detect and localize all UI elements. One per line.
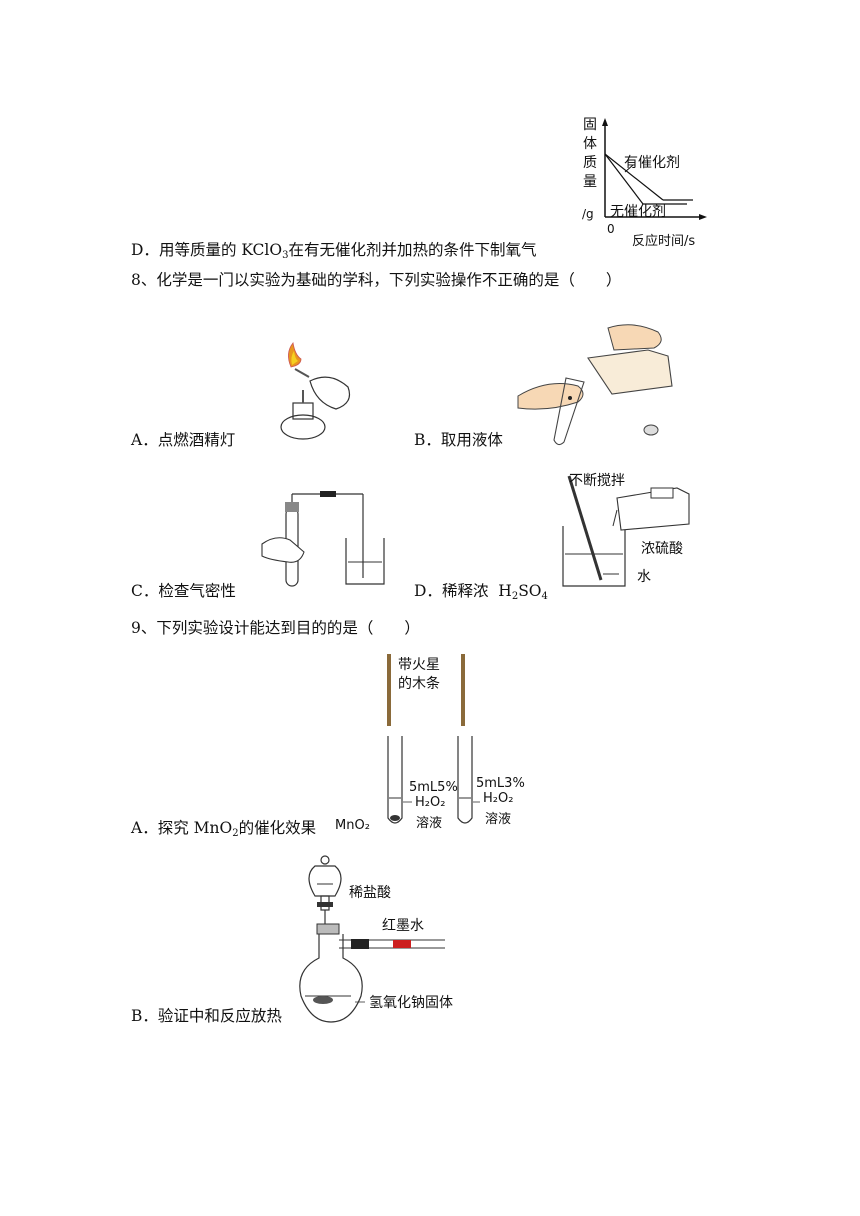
y-axis-unit: /g [582, 207, 594, 221]
pour-liquid-drawing [517, 324, 673, 446]
y-axis-label: 固 体 质 量 [583, 117, 597, 190]
label-acid: 浓硫酸 [641, 541, 683, 557]
label-red-ink: 红墨水 [382, 918, 424, 934]
subscript: 2 [232, 828, 239, 839]
option-letter: B． [414, 431, 441, 449]
option-text: 点燃酒精灯 [157, 431, 236, 449]
line-label-catalyst: 有催化剂 [624, 155, 680, 171]
q9-option-b: B．验证中和反应放热 [131, 1006, 282, 1026]
subscript: 2 [511, 591, 519, 602]
label-splint: 带火星 的木条 [398, 657, 440, 692]
q8-option-b: B．取用液体 [414, 430, 503, 450]
x-axis-label: 反应时间/s [632, 234, 696, 249]
dilute-acid-drawing [562, 475, 690, 587]
graph-axes [602, 118, 707, 220]
q9-stem: 9、下列实验设计能达到目的的是（ ） [131, 619, 420, 637]
option-letter: B． [131, 1007, 158, 1025]
option-text: 探究 MnO [157, 819, 233, 837]
q8-stem: 8、化学是一门以实验为基础的学科，下列实验操作不正确的是（ ） [131, 271, 622, 289]
label-left-h2o2: H₂O₂ [415, 795, 446, 810]
catalyst-mass-graph: 固 体 质 量 /g 0 反应时间/s 有催化剂 无催化剂 [575, 112, 715, 252]
option-letter: C． [131, 582, 159, 600]
airtightness-drawing [261, 491, 385, 587]
q9-option-a: A．探究 MnO2的催化效果 [131, 818, 316, 844]
figure-neutralization-flask: 稀盐酸 红墨水 氢氧化钠固体 [295, 852, 505, 1027]
label-naoh-solid: 氢氧化钠固体 [369, 995, 453, 1011]
option-text: 检查气密性 [158, 582, 236, 600]
option-letter: D． [414, 582, 442, 600]
figure-airtightness [258, 490, 393, 590]
subscript: 3 [282, 250, 289, 261]
label-dilute-hcl: 稀盐酸 [349, 885, 391, 901]
figure-pour-liquid [517, 318, 683, 446]
q7-option-d: D．用等质量的 KClO3在有无催化剂并加热的条件下制氧气 [131, 240, 536, 266]
option-text: 稀释浓 H [441, 582, 512, 600]
q8-option-c: C．检查气密性 [131, 581, 236, 601]
label-right-solution: 溶液 [485, 812, 512, 827]
label-right-concentration: 5mL3% [476, 776, 525, 791]
label-water: 水 [637, 569, 651, 585]
line-label-no-catalyst: 无催化剂 [610, 204, 666, 220]
alcohol-lamp-drawing [280, 342, 351, 440]
option-letter: D． [131, 241, 159, 259]
test-tubes-drawing [387, 654, 480, 824]
option-text-mid: SO [518, 582, 542, 600]
flask-drawing [299, 855, 445, 1023]
option-text-rest: 的催化效果 [238, 819, 317, 837]
option-letter: A． [131, 431, 158, 449]
label-left-concentration: 5mL5% [409, 780, 458, 795]
figure-alcohol-lamp [255, 342, 355, 445]
option-text-rest: 在有无催化剂并加热的条件下制氧气 [288, 241, 537, 259]
figure-mno2-tubes: 带火星 的木条 5mL5% H₂O₂ 溶液 5mL3% H₂O₂ 溶液 MnO₂ [330, 652, 540, 837]
option-text: 验证中和反应放热 [157, 1007, 282, 1025]
origin-label: 0 [607, 222, 615, 236]
subscript: 4 [541, 591, 548, 602]
label-mno2: MnO₂ [335, 818, 370, 833]
label-left-solution: 溶液 [416, 816, 443, 831]
q8-option-d: D．稀释浓 H2SO4 [414, 581, 548, 607]
option-text: 用等质量的 KClO [158, 241, 283, 259]
option-text: 取用液体 [440, 431, 503, 449]
option-letter: A． [131, 819, 158, 837]
label-stir: 不断搅拌 [569, 473, 625, 489]
figure-dilute-acid: 不断搅拌 浓硫酸 水 [555, 470, 705, 595]
q8-option-a: A．点燃酒精灯 [131, 430, 235, 450]
label-right-h2o2: H₂O₂ [483, 791, 514, 806]
